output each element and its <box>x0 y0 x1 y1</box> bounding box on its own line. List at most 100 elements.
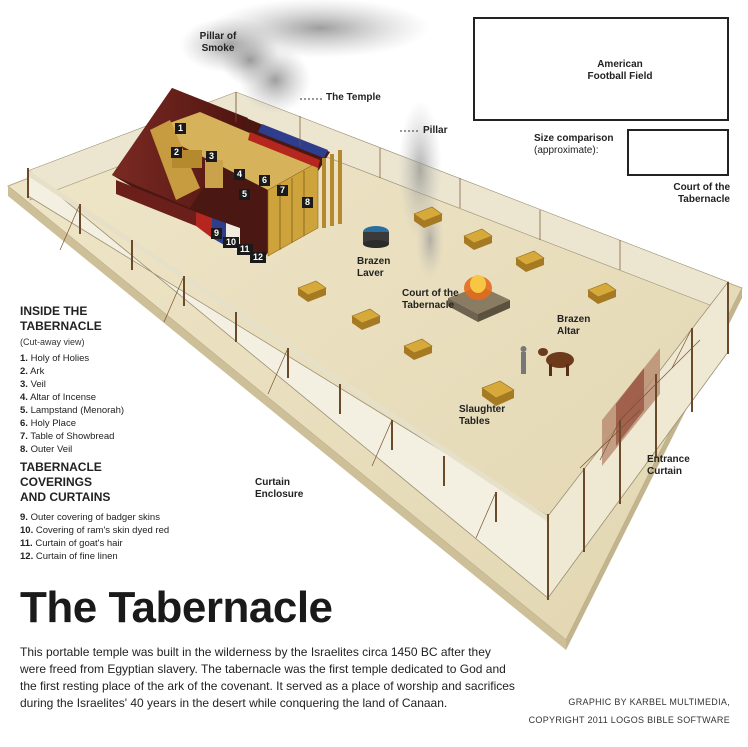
brazen-laver-label: Brazen Laver <box>357 256 390 280</box>
brazen-altar <box>448 275 510 322</box>
item-text: Covering of ram's skin dyed red <box>35 525 170 536</box>
court-center-line-1: Court of the <box>402 288 459 299</box>
entrance-curtain-line-2: Curtain <box>647 466 682 477</box>
item-text: Holy of Holies <box>30 353 90 364</box>
coverings-list: 9. Outer covering of badger skins 10. Co… <box>20 511 210 563</box>
cow <box>538 348 574 376</box>
number-10: 10 <box>223 237 240 248</box>
item-text: Curtain of fine linen <box>35 551 118 562</box>
coverings-panel: TABERNACLE COVERINGS AND CURTAINS 9. Out… <box>20 460 210 563</box>
item-number: 6. <box>20 418 28 429</box>
credit-line-2: COPYRIGHT 2011 LOGOS BIBLE SOFTWARE <box>528 715 730 725</box>
list-item: 6. Holy Place <box>20 417 190 430</box>
list-item: 9. Outer covering of badger skins <box>20 511 210 524</box>
football-field-line-1: American <box>597 59 643 70</box>
item-number: 3. <box>20 379 28 390</box>
table-sides <box>298 214 616 406</box>
inside-subheading: (Cut-away view) <box>20 337 85 347</box>
number-11: 11 <box>237 244 253 255</box>
size-comparison-approx: (approximate): <box>534 145 599 156</box>
football-field-line-2: Football Field <box>587 71 653 82</box>
item-text: Outer Veil <box>30 444 73 455</box>
item-number: 5. <box>20 405 28 416</box>
number-12: 12 <box>250 252 267 263</box>
list-item: 5. Lampstand (Menorah) <box>20 404 190 417</box>
number-9: 9 <box>211 228 223 239</box>
pillar-of-smoke-label: Pillar of Smoke <box>188 31 248 55</box>
brazen-laver-line-1: Brazen <box>357 256 391 267</box>
number-2: 2 <box>171 147 183 158</box>
court-mini-line-1: Court of the <box>673 182 730 193</box>
list-item: 8. Outer Veil <box>20 443 190 456</box>
item-text: Altar of Incense <box>30 392 97 403</box>
priest-figure <box>520 346 527 374</box>
item-text: Veil <box>30 379 46 390</box>
entrance-curtain-label: Entrance Curtain <box>647 454 690 478</box>
list-item: 10. Covering of ram's skin dyed red <box>20 524 210 537</box>
brazen-laver-line-2: Laver <box>357 268 384 279</box>
item-number: 11. <box>20 538 33 549</box>
coverings-heading-line-3: AND CURTAINS <box>20 490 111 504</box>
tabernacle-tent <box>112 88 342 262</box>
item-number: 12. <box>20 551 34 562</box>
inside-tabernacle-panel: INSIDE THE TABERNACLE (Cut-away view) 1.… <box>20 304 190 456</box>
slaughter-tables-label: Slaughter Tables <box>459 404 505 428</box>
description: This portable temple was built in the wi… <box>20 645 515 710</box>
item-text: Outer covering of badger skins <box>30 512 160 523</box>
item-text: Curtain of goat's hair <box>35 538 123 549</box>
list-item: 11. Curtain of goat's hair <box>20 537 210 550</box>
slaughter-tables-line-1: Slaughter <box>459 404 506 415</box>
curtain-enclosure-line-2: Enclosure <box>255 489 304 500</box>
leader-lines <box>300 98 420 132</box>
number-3: 3 <box>206 151 218 162</box>
item-number: 1. <box>20 353 28 364</box>
curtain-enclosure-line-1: Curtain <box>255 477 290 488</box>
brazen-laver <box>363 226 389 248</box>
front-curtain-wall <box>27 169 729 600</box>
list-item: 12. Curtain of fine linen <box>20 550 210 563</box>
page-title: The Tabernacle <box>20 583 333 632</box>
number-7: 7 <box>277 185 289 196</box>
number-4: 4 <box>234 169 246 180</box>
slaughter-tables <box>297 206 617 399</box>
brazen-altar-line-1: Brazen <box>557 314 591 325</box>
curtain-posts <box>27 168 729 600</box>
the-temple-label: The Temple <box>326 92 381 103</box>
number-5: 5 <box>239 189 251 200</box>
item-text: Table of Showbread <box>30 431 115 442</box>
inside-heading-line-2: TABERNACLE <box>20 319 102 333</box>
court-center-line-2: Tabernacle <box>402 300 455 311</box>
football-field-box <box>473 17 729 121</box>
list-item: 2. Ark <box>20 365 190 378</box>
coverings-heading-line-1: TABERNACLE <box>20 460 102 474</box>
inside-list: 1. Holy of Holies 2. Ark 3. Veil 4. Alta… <box>20 352 190 456</box>
item-text: Ark <box>30 366 45 377</box>
size-comparison-box <box>627 129 729 176</box>
slaughter-tables-line-2: Tables <box>459 416 490 427</box>
number-8: 8 <box>302 197 314 208</box>
court-of-tabernacle-mini-label: Court of the Tabernacle <box>640 182 730 206</box>
item-number: 8. <box>20 444 28 455</box>
court-mini-line-2: Tabernacle <box>677 194 730 205</box>
pillar-label: Pillar <box>423 125 448 136</box>
number-1: 1 <box>175 123 187 134</box>
list-item: 1. Holy of Holies <box>20 352 190 365</box>
item-number: 7. <box>20 431 28 442</box>
item-text: Lampstand (Menorah) <box>30 405 125 416</box>
list-item: 7. Table of Showbread <box>20 430 190 443</box>
list-item: 3. Veil <box>20 378 190 391</box>
credit-line-1: GRAPHIC BY KARBEL MULTIMEDIA, <box>568 697 730 707</box>
item-text: Holy Place <box>30 418 76 429</box>
inside-heading-line-1: INSIDE THE <box>20 304 88 318</box>
item-number: 2. <box>20 366 28 377</box>
pillar-of-smoke-line-2: Smoke <box>201 43 235 54</box>
item-number: 4. <box>20 392 28 403</box>
list-item: 4. Altar of Incense <box>20 391 190 404</box>
brazen-altar-line-2: Altar <box>557 326 580 337</box>
football-field-label: American Football Field <box>560 59 680 83</box>
court-of-tabernacle-label: Court of the Tabernacle <box>402 288 459 312</box>
entrance-curtain-line-1: Entrance <box>647 454 690 465</box>
brazen-altar-label: Brazen Altar <box>557 314 590 338</box>
item-number: 10. <box>20 525 34 536</box>
